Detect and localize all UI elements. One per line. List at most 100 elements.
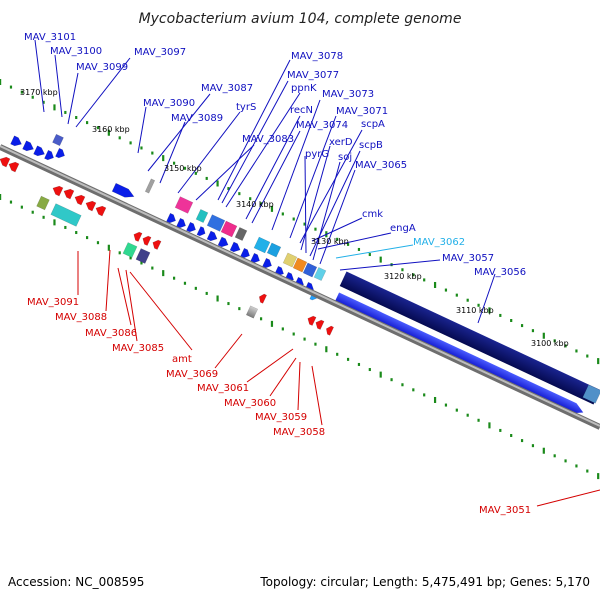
leader-line [129, 271, 193, 351]
forward-gene-arrow [44, 149, 54, 161]
gene-label-mav-3083: MAV_3083 [242, 134, 294, 145]
tick-mark-lower [151, 266, 154, 270]
tick-mark-upper [520, 324, 524, 328]
tick-mark-lower [0, 194, 2, 200]
tick-mark-upper [53, 104, 56, 111]
gene-label-mav-3099: MAV_3099 [76, 62, 128, 73]
leader-line [251, 130, 301, 224]
forward-gene-arrow [33, 145, 45, 157]
tick-mark-lower [597, 473, 600, 480]
genome-backbone [0, 144, 600, 430]
tick-mark-lower [53, 219, 56, 226]
gene-box [245, 305, 259, 319]
tick-mark-upper [75, 116, 78, 120]
gene-box [220, 220, 238, 238]
tick-mark-lower [346, 357, 350, 361]
tick-mark-upper [423, 278, 426, 282]
tick-mark-upper [401, 268, 404, 272]
gene-label-scpb: scpB [359, 140, 383, 151]
reverse-gene-arrow [0, 156, 11, 168]
gene-label-cmk: cmk [362, 209, 383, 220]
tick-mark-upper [31, 95, 34, 99]
tick-mark-lower [542, 447, 545, 454]
tick-mark-lower [379, 371, 382, 378]
tick-mark-upper [575, 349, 578, 353]
leader-line [536, 489, 600, 507]
leader-line [246, 348, 294, 383]
tick-mark-upper [172, 161, 176, 165]
tick-mark-upper [597, 358, 600, 365]
tick-mark-upper [129, 141, 132, 145]
tick-mark-lower [488, 422, 491, 429]
tick-mark-upper [412, 273, 415, 277]
leader-line [159, 121, 186, 184]
tick-mark-lower [238, 307, 241, 311]
leader-line [221, 80, 289, 204]
gene-label-mav-3088: MAV_3088 [55, 312, 107, 323]
tick-mark-lower [205, 291, 208, 295]
forward-gene-arrow [10, 135, 22, 147]
gene-label-ppnk: ppnK [291, 83, 317, 94]
kbp-label: 3140 kbp [236, 200, 274, 209]
tick-mark-upper [531, 329, 535, 333]
tick-mark-lower [510, 434, 513, 438]
tick-mark-lower [281, 327, 284, 331]
gene-label-mav-3074: MAV_3074 [296, 120, 348, 131]
leader-line [297, 361, 301, 411]
tick-mark-lower [227, 302, 230, 306]
reverse-gene-arrow [142, 235, 152, 246]
tick-mark-upper [433, 281, 437, 288]
gene-box [36, 195, 50, 211]
leader-line [54, 54, 63, 118]
tick-mark-lower [357, 362, 361, 366]
tick-mark-lower [390, 378, 393, 382]
gene-label-amt: amt [172, 354, 192, 365]
leader-line [195, 144, 255, 201]
gene-label-mav-3060: MAV_3060 [224, 398, 276, 409]
tick-mark-upper [368, 253, 371, 257]
gene-label-mav-3097: MAV_3097 [134, 47, 186, 58]
reverse-gene-arrow [85, 200, 97, 212]
tick-mark-upper [216, 180, 219, 187]
tick-mark-lower [477, 418, 480, 422]
gene-label-mav-3089: MAV_3089 [171, 113, 223, 124]
tick-mark-upper [9, 85, 13, 89]
gene-label-mav-3090: MAV_3090 [143, 98, 195, 109]
tick-mark-upper [0, 79, 2, 85]
gene-label-soj: soj [338, 152, 352, 163]
tick-mark-upper [455, 293, 458, 297]
reverse-gene-arrow [133, 231, 143, 242]
leader-line [271, 99, 321, 231]
tick-mark-upper [194, 171, 197, 175]
forward-gene-arrow [196, 226, 206, 237]
reverse-strand-genes [0, 156, 334, 336]
tick-mark-lower [401, 383, 404, 387]
tick-mark-lower [368, 368, 371, 372]
tick-mark-upper [249, 197, 252, 201]
forward-gene-arrow [22, 140, 34, 152]
map-title: Mycobacterium avium 104, complete genome [139, 11, 462, 27]
kbp-label: 3100 kbp [531, 339, 569, 348]
tick-mark-upper [488, 307, 491, 314]
tick-mark-lower [129, 256, 132, 260]
tick-mark-lower [64, 225, 67, 229]
gene-label-scpa: scpA [361, 119, 385, 130]
gene-box [122, 242, 138, 258]
tick-mark-lower [553, 454, 556, 458]
gene-label-mav-3056: MAV_3056 [474, 267, 526, 278]
tick-mark-lower [433, 396, 437, 403]
tick-mark-lower [336, 352, 339, 356]
tick-mark-upper [292, 217, 295, 221]
tick-mark-lower [270, 320, 274, 327]
tick-mark-upper [586, 354, 589, 358]
gene-label-xerd: xerD [329, 137, 353, 148]
leader-line [147, 93, 211, 172]
gene-box [302, 262, 318, 278]
leader-line [34, 39, 45, 113]
tick-mark-lower [292, 332, 295, 336]
tick-mark-lower [423, 393, 426, 397]
tick-mark-lower [259, 317, 263, 321]
tick-mark-lower [194, 286, 197, 290]
